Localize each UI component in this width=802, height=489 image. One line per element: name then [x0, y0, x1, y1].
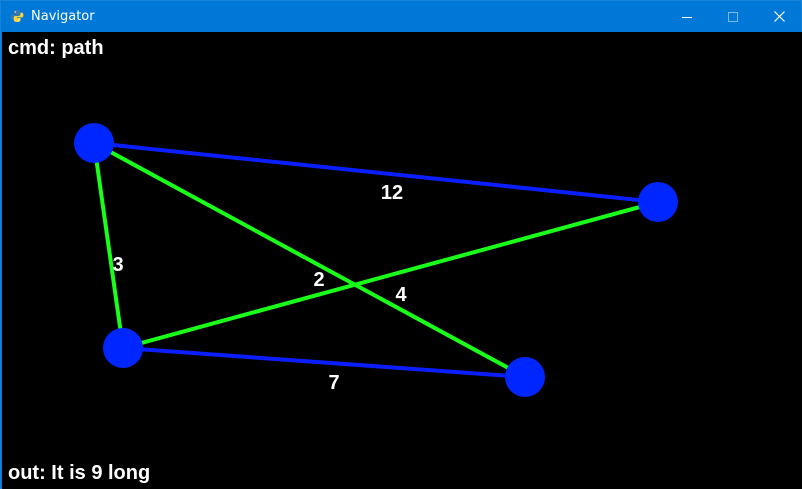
- maximize-button[interactable]: [710, 1, 756, 32]
- edge-a-b: [93, 141, 659, 204]
- maximize-icon: [728, 11, 738, 22]
- close-button[interactable]: [756, 1, 802, 32]
- close-icon: [773, 11, 785, 22]
- edge-weight-label: 7: [328, 372, 339, 394]
- command-line[interactable]: cmd: path: [8, 37, 104, 59]
- edge-weight-label: 2: [313, 269, 324, 291]
- window-title: Navigator: [31, 9, 95, 24]
- edge-a-c: [92, 142, 125, 349]
- minimize-button[interactable]: [664, 1, 710, 32]
- title-bar[interactable]: Navigator: [1, 1, 801, 32]
- edge-weight-label: 12: [381, 182, 403, 204]
- node-b[interactable]: [638, 182, 678, 222]
- output-line: out: It is 9 long: [8, 462, 151, 484]
- node-c[interactable]: [103, 328, 143, 368]
- graph-canvas[interactable]: 12 3 4 2 7 cmd: path out: It is 9 long: [2, 32, 802, 489]
- edge-weight-label: 4: [395, 284, 407, 306]
- node-a[interactable]: [74, 123, 114, 163]
- edge-c-d: [122, 346, 526, 379]
- edge-c-b: [122, 200, 659, 350]
- minimize-icon: [682, 16, 692, 18]
- edge-a-d: [93, 141, 526, 379]
- python-icon: [10, 9, 24, 23]
- edge-weight-label: 3: [112, 254, 123, 276]
- node-d[interactable]: [505, 357, 545, 397]
- graph-drawing: 12 3 4 2 7: [74, 123, 678, 397]
